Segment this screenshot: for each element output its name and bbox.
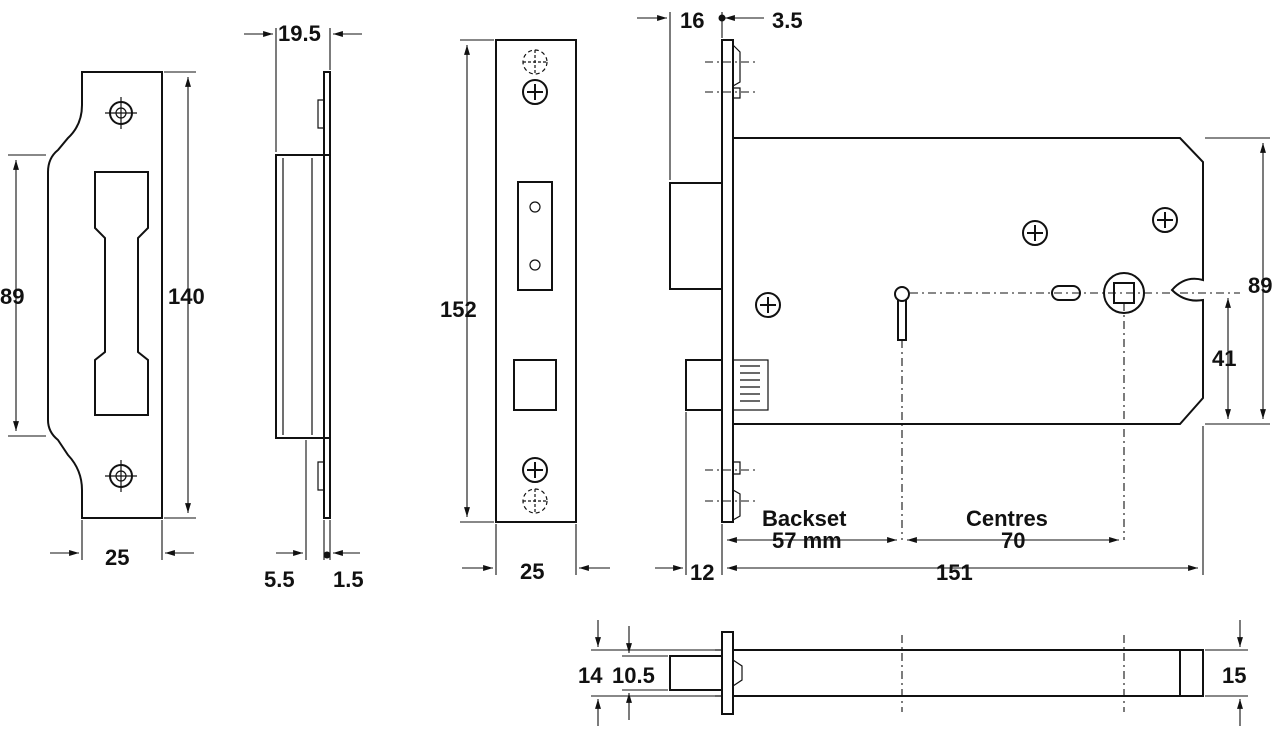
forend-screw-hole-bottom xyxy=(522,457,548,483)
forend-width-label: 25 xyxy=(520,559,544,584)
forend-screw-hole-top-dashed xyxy=(522,49,548,75)
lock-bottom-view xyxy=(591,620,1248,726)
bottom-right-label: 15 xyxy=(1222,663,1246,688)
overall-length-label: 151 xyxy=(936,560,973,585)
case-screw-mid xyxy=(1022,220,1048,246)
centre-height-label: 41 xyxy=(1212,346,1236,371)
body-height-label: 89 xyxy=(1248,273,1272,298)
forend-screw-hole-top xyxy=(522,79,548,105)
strike-left-offset-label: 5.5 xyxy=(264,567,295,592)
case-screw-left xyxy=(755,292,781,318)
bottom-left-label-1: 14 xyxy=(578,663,603,688)
backset-value: 57 mm xyxy=(772,528,842,553)
case-screw-right xyxy=(1152,207,1178,233)
strike-plate-thickness-label: 1.5 xyxy=(333,567,364,592)
strike-width-label: 25 xyxy=(105,545,129,570)
centres-value: 70 xyxy=(1001,528,1025,553)
forend-height-label: 152 xyxy=(440,297,477,322)
forend-screw-hole-bottom-dashed xyxy=(522,488,548,514)
forend-front xyxy=(460,39,610,575)
lock-body-side xyxy=(637,12,1270,575)
strike-height-label: 89 xyxy=(0,284,24,309)
forend-offset-label: 12 xyxy=(690,560,714,585)
centres-title: Centres xyxy=(966,506,1048,531)
strike-depth-label: 19.5 xyxy=(278,21,321,46)
strike-screw-hole-top xyxy=(105,97,137,129)
body-top-right-label: 3.5 xyxy=(772,8,803,33)
strike-plate-side xyxy=(244,28,362,560)
strike-plate-front xyxy=(8,71,196,560)
body-top-left-label: 16 xyxy=(680,8,704,33)
strike-overall-height-label: 140 xyxy=(168,284,205,309)
bottom-left-label-2: 10.5 xyxy=(612,663,655,688)
backset-title: Backset xyxy=(762,506,847,531)
keyhole-icon xyxy=(894,286,910,341)
strike-screw-hole-bottom xyxy=(105,460,137,492)
